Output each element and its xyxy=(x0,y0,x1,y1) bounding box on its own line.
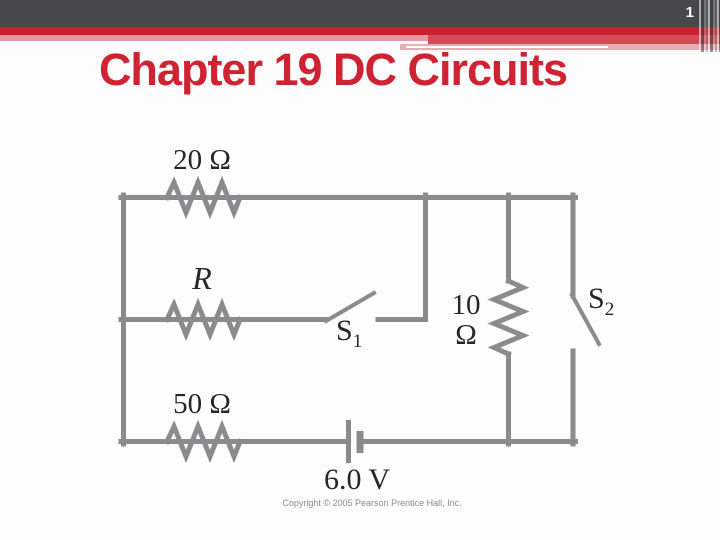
label-resistor-R: R xyxy=(192,260,212,296)
slide-title: Chapter 19 DC Circuits xyxy=(98,44,568,95)
label-resistor-10-ohm: 10 Ω xyxy=(444,290,488,351)
resistor-R xyxy=(163,297,244,342)
s2-subscript: 2 xyxy=(604,299,615,320)
s1-base: S xyxy=(336,314,353,347)
label-10: 10 xyxy=(451,289,481,321)
s1-subscript: 1 xyxy=(352,331,363,352)
label-resistor-50-ohm: 50 Ω xyxy=(173,388,231,420)
label-ohm-symbol: Ω xyxy=(455,319,477,352)
label-battery-voltage: 6.0 V xyxy=(323,463,391,496)
resistor-20-ohm xyxy=(163,175,244,220)
battery-symbol xyxy=(346,420,364,463)
page-number: 1 xyxy=(685,4,694,21)
resistor-50-ohm xyxy=(163,419,244,464)
corner-stripes-decoration xyxy=(699,0,720,52)
header-dark-bar xyxy=(0,0,720,27)
header-pink-stripe xyxy=(0,35,720,41)
label-resistor-20-ohm: 20 Ω xyxy=(173,144,231,176)
header-red-stripe-right xyxy=(428,35,720,44)
s2-base: S xyxy=(588,282,605,315)
header-red-stripe xyxy=(0,27,720,35)
switch-s2-lever xyxy=(569,292,602,347)
label-switch-s2: S2 xyxy=(588,282,638,320)
resistor-10-ohm xyxy=(487,277,530,358)
label-switch-s1: S1 xyxy=(336,314,386,352)
switch-s1-lever xyxy=(323,290,377,324)
copyright-text: Copyright © 2005 Pearson Prentice Hall, … xyxy=(282,498,462,508)
header-white-line xyxy=(406,46,608,48)
